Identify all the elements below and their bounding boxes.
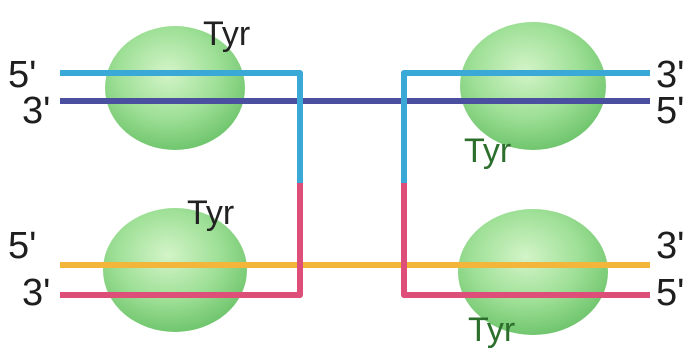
end-label-right-bottom-3prime: 3' [656, 225, 684, 267]
end-label-right-top-5prime: 5' [656, 90, 684, 132]
protein-blob-top-right [460, 22, 606, 150]
tyr-label-bottom-left: Tyr [187, 194, 234, 232]
end-label-right-bottom-5prime: 5' [656, 272, 684, 314]
end-label-left-bottom-3prime: 3' [22, 272, 50, 314]
tyr-label-top-left: Tyr [203, 15, 250, 53]
tyr-label-top-right: Tyr [464, 132, 511, 170]
end-label-left-top-3prime: 3' [22, 90, 50, 132]
tyr-label-bottom-right: Tyr [468, 311, 515, 349]
end-label-left-bottom-5prime: 5' [8, 225, 36, 267]
